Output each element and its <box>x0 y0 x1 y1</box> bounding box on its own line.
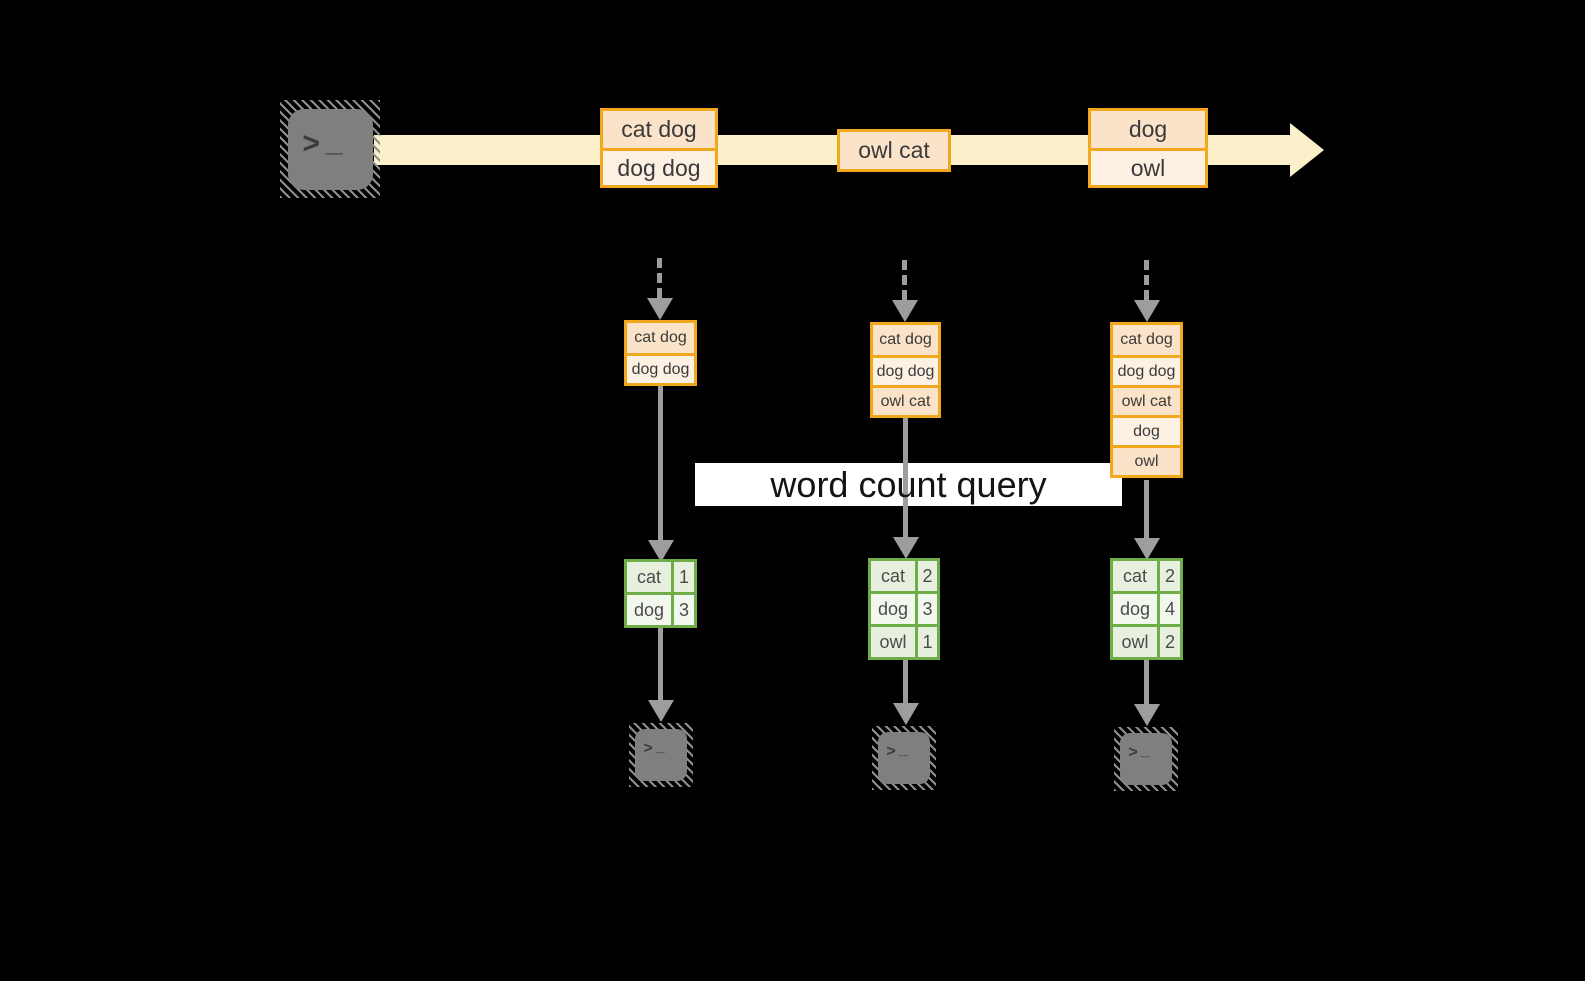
dashed-arrow-head-icon <box>1134 300 1160 322</box>
count-table-1: cat 1 dog 3 <box>624 559 697 628</box>
count-value: 3 <box>922 598 933 619</box>
event-line: owl <box>1091 148 1205 185</box>
count-value: 2 <box>922 565 933 586</box>
count-row: cat 2 <box>871 561 937 591</box>
count-value: 1 <box>922 631 933 652</box>
prompt-chevron: > <box>1128 744 1138 761</box>
query-label: word count query <box>770 463 1047 505</box>
arrow-head-icon <box>893 703 919 725</box>
state-line: dog dog <box>627 353 694 383</box>
count-word: dog <box>871 594 918 624</box>
count-value: 3 <box>678 599 689 620</box>
prompt-cursor: _ <box>325 124 343 158</box>
state-line: owl cat <box>1113 385 1180 415</box>
stream-event-2: owl cat <box>837 129 951 172</box>
terminal-screen: >_ <box>878 732 930 784</box>
terminal-screen: >_ <box>1120 733 1172 785</box>
stream-arrow-head-icon <box>1290 123 1324 177</box>
dashed-arrow-head-icon <box>647 298 673 320</box>
count-row: dog 3 <box>627 592 694 625</box>
arrow-head-icon <box>648 700 674 722</box>
query-label-band <box>695 463 1122 506</box>
stream-event-1: cat dog dog dog <box>600 108 718 188</box>
state-line: owl <box>1113 445 1180 475</box>
count-word: owl <box>1113 627 1160 657</box>
arrow-line <box>658 622 663 702</box>
arrow-head-icon <box>648 540 674 562</box>
count-value: 2 <box>1164 631 1175 652</box>
count-row: cat 2 <box>1113 561 1180 591</box>
count-word: cat <box>627 562 674 592</box>
state-line: cat dog <box>1113 325 1180 355</box>
arrow-line <box>658 384 663 542</box>
count-row: owl 2 <box>1113 624 1180 657</box>
count-row: dog 3 <box>871 591 937 624</box>
arrow-line <box>903 417 908 539</box>
state-line: dog <box>1113 415 1180 445</box>
prompt-chevron: > <box>886 743 896 760</box>
count-value: 4 <box>1164 598 1175 619</box>
state-box-2: cat dog dog dog owl cat <box>870 322 941 418</box>
state-box-1: cat dog dog dog <box>624 320 697 386</box>
terminal-screen: >_ <box>635 729 687 781</box>
dashed-arrow-line <box>1144 260 1149 300</box>
count-word: cat <box>1113 561 1160 591</box>
sink-terminal-icon-1: >_ <box>629 723 693 787</box>
sink-terminal-icon-3: >_ <box>1114 727 1178 791</box>
count-row: owl 1 <box>871 624 937 657</box>
terminal-prompt-icon: >_ <box>302 124 343 161</box>
arrow-head-icon <box>1134 704 1160 726</box>
prompt-chevron: > <box>302 126 320 160</box>
count-word: owl <box>871 627 918 657</box>
dashed-arrow-head-icon <box>892 300 918 322</box>
state-line: dog dog <box>1113 355 1180 385</box>
prompt-chevron: > <box>643 740 653 757</box>
state-line: cat dog <box>627 323 694 353</box>
count-row: dog 4 <box>1113 591 1180 624</box>
count-value: 1 <box>678 566 689 587</box>
arrow-head-icon <box>893 537 919 559</box>
terminal-prompt-icon: >_ <box>1128 742 1150 762</box>
source-terminal-icon: >_ <box>280 100 380 198</box>
terminal-prompt-icon: >_ <box>643 738 665 758</box>
terminal-prompt-icon: >_ <box>886 741 908 761</box>
event-line: cat dog <box>603 111 715 148</box>
count-row: cat 1 <box>627 562 694 592</box>
terminal-screen: >_ <box>288 109 373 190</box>
prompt-cursor: _ <box>1140 742 1150 759</box>
count-word: cat <box>871 561 918 591</box>
stream-event-3: dog owl <box>1088 108 1208 188</box>
dashed-arrow-line <box>902 260 907 300</box>
dashed-arrow-line <box>657 258 662 298</box>
arrow-line <box>1144 480 1149 540</box>
arrow-head-icon <box>1134 538 1160 560</box>
state-box-3: cat dog dog dog owl cat dog owl <box>1110 322 1183 478</box>
count-table-3: cat 2 dog 4 owl 2 <box>1110 558 1183 660</box>
count-table-2: cat 2 dog 3 owl 1 <box>868 558 940 660</box>
state-line: cat dog <box>873 325 938 355</box>
arrow-line <box>903 653 908 703</box>
prompt-cursor: _ <box>655 738 665 755</box>
sink-terminal-icon-2: >_ <box>872 726 936 790</box>
event-line: owl cat <box>840 132 948 169</box>
event-line: dog <box>1091 111 1205 148</box>
event-line: dog dog <box>603 148 715 185</box>
prompt-cursor: _ <box>898 741 908 758</box>
arrow-line <box>1144 653 1149 704</box>
count-word: dog <box>627 595 674 625</box>
state-line: owl cat <box>873 385 938 415</box>
count-word: dog <box>1113 594 1160 624</box>
state-line: dog dog <box>873 355 938 385</box>
count-value: 2 <box>1164 565 1175 586</box>
